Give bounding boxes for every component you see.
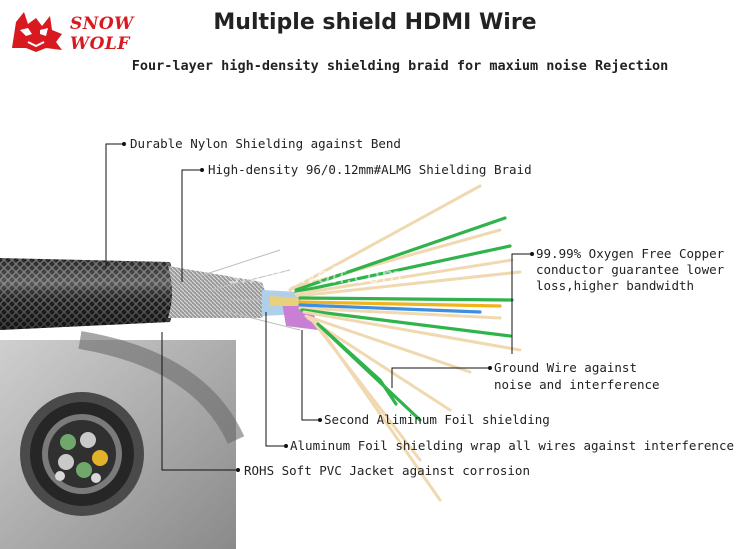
callout-second-foil: Second Aliminum Foil shielding	[324, 412, 550, 427]
callout-nylon: Durable Nylon Shielding against Bend	[130, 136, 401, 151]
callout-copper-line-2: conductor guarantee lower	[536, 262, 725, 277]
watermark-text: snow-wolf.com	[228, 264, 404, 289]
nylon-braid-jacket	[0, 258, 175, 330]
callout-rohs-jacket: ROHS Soft PVC Jacket against corrosion	[244, 463, 530, 478]
brand-line-2: WOLF	[70, 34, 130, 54]
snow-wolf-logo: SNOW WOLF	[6, 8, 133, 54]
callout-ground-line-1: Ground Wire against	[494, 360, 637, 375]
wolf-head-icon	[12, 12, 62, 52]
foil-layers	[262, 290, 318, 330]
cross-section-photo	[0, 331, 245, 549]
brand-name: SNOW WOLF	[70, 14, 134, 54]
callout-copper-line-3: loss,higher bandwidth	[536, 278, 695, 293]
callout-ground-line-2: noise and interference	[494, 377, 660, 392]
callout-dots	[122, 142, 534, 472]
shielding-braid	[168, 249, 301, 331]
callout-copper-line-1: 99.99% Oxygen Free Copper	[536, 246, 725, 261]
callout-aluminum-foil: Aluminum Foil shielding wrap all wires a…	[290, 438, 735, 453]
callout-leader-lines	[105, 143, 530, 471]
page-subtitle: Four-layer high-density shielding braid …	[131, 58, 669, 74]
page-title: Multiple shield HDMI Wire	[213, 10, 537, 35]
wire-bundle	[288, 184, 522, 502]
callout-braid: High-density 96/0.12mm#ALMG Shielding Br…	[208, 162, 532, 177]
brand-line-1: SNOW	[70, 14, 134, 34]
